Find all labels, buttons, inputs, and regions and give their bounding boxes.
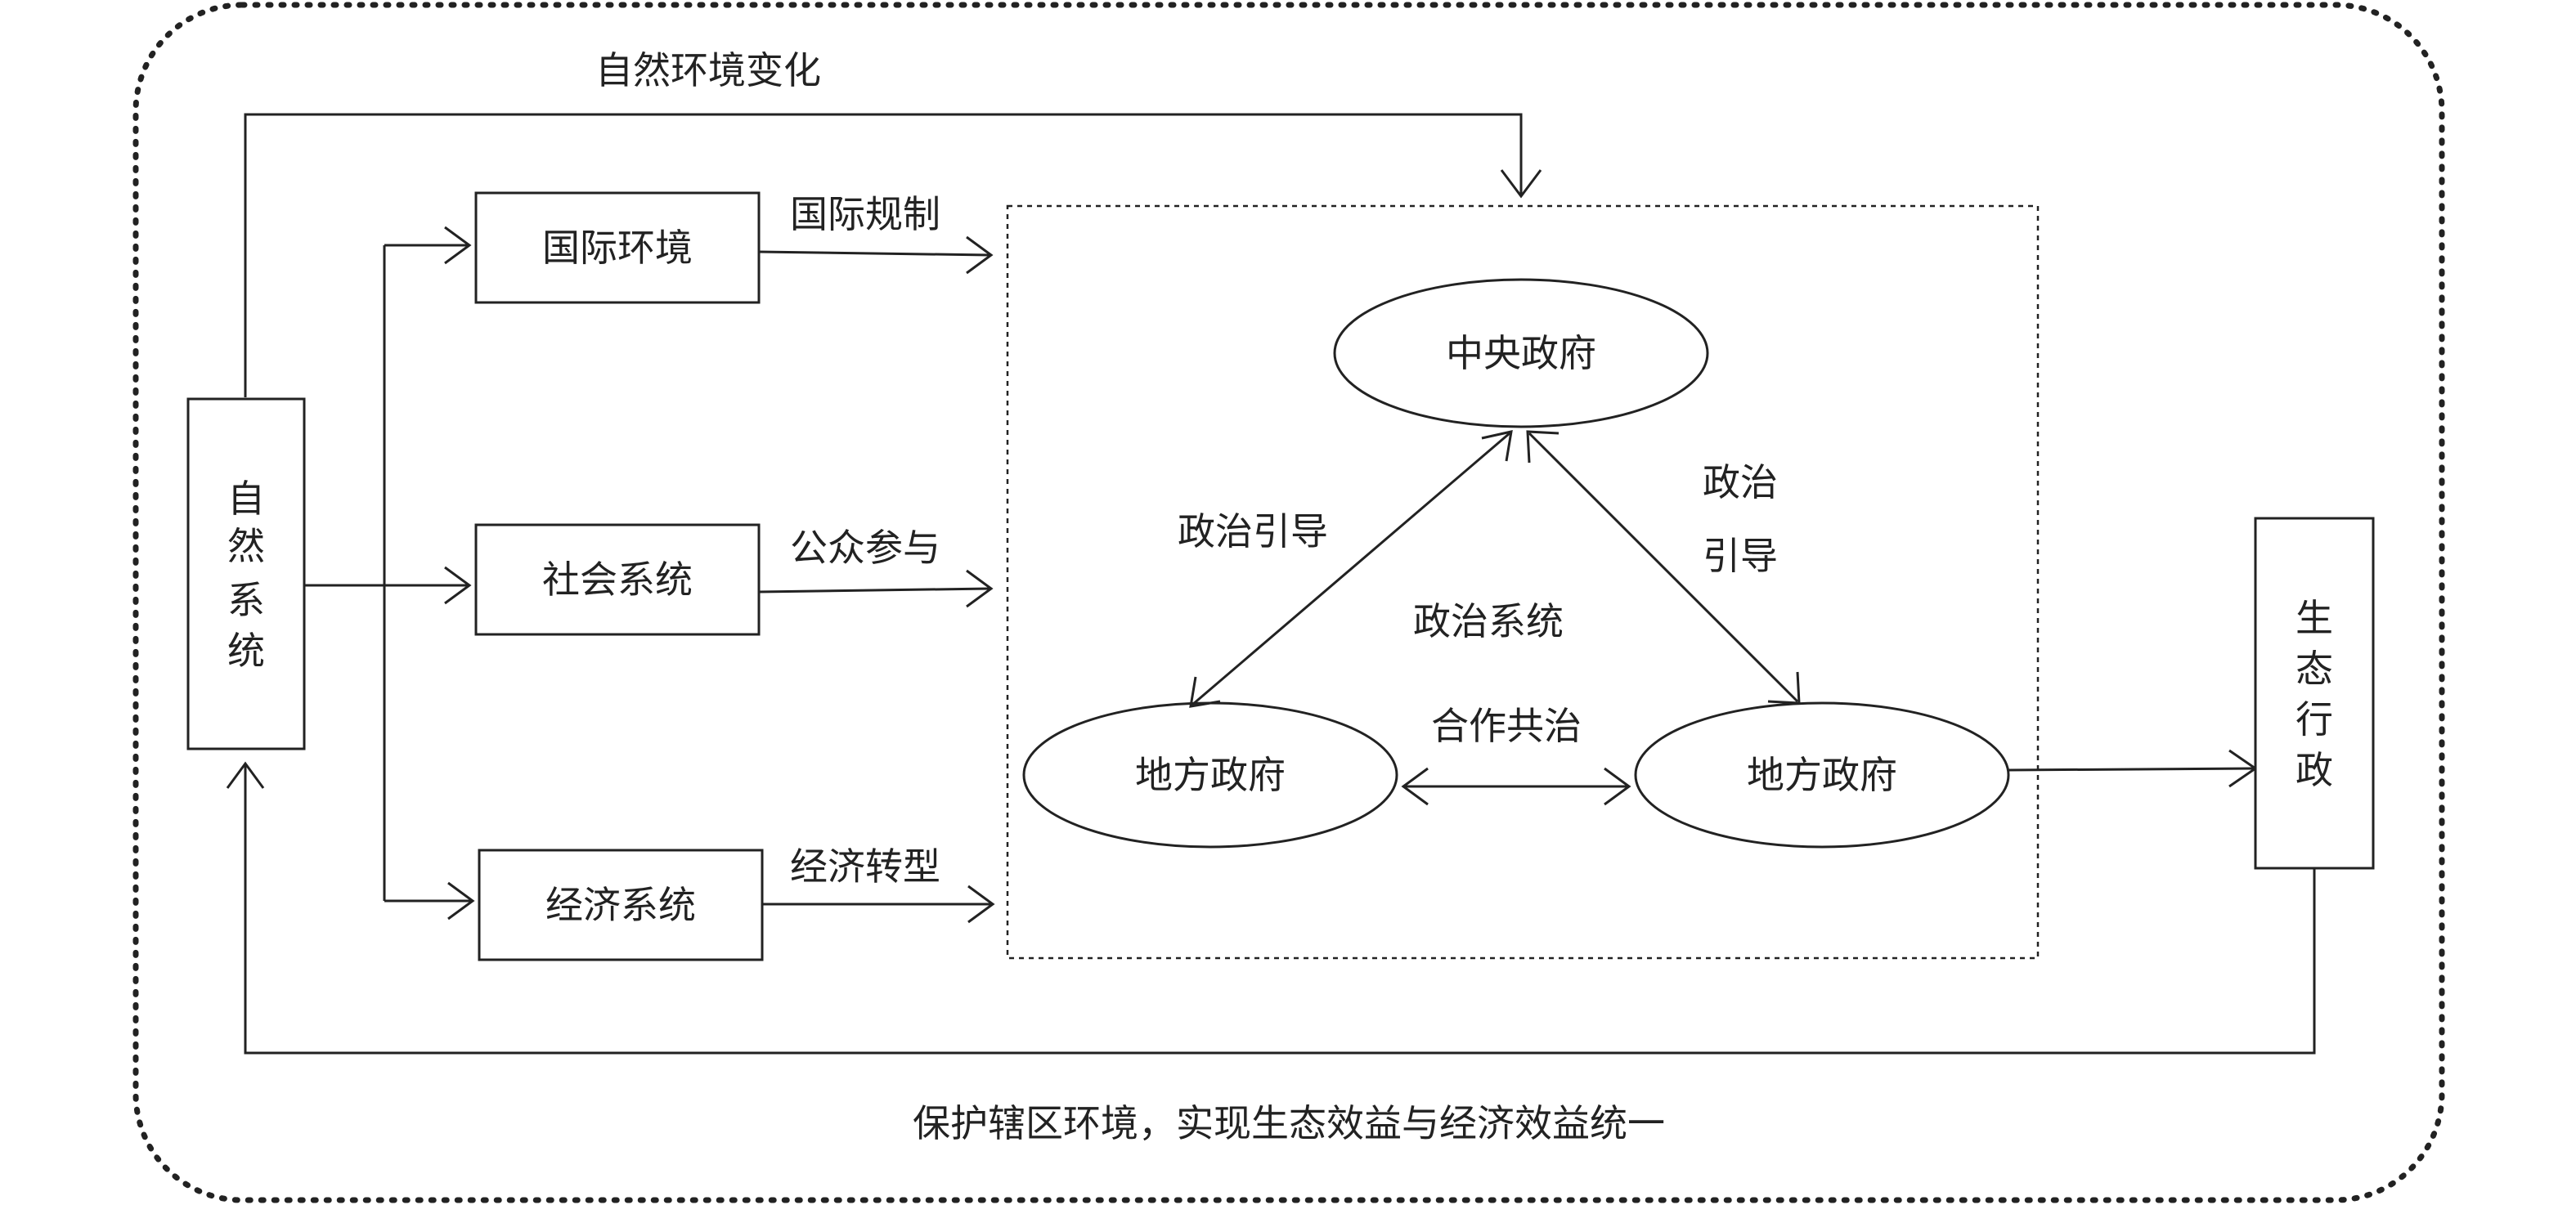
natural-system-box: 自 然 系 统 — [186, 397, 306, 750]
label-political-system: 政治系统 — [1413, 599, 1564, 643]
outer-boundary — [132, 2, 2445, 1203]
nature-change-arrow — [244, 113, 1542, 397]
central-government-label: 中央政府 — [1446, 331, 1596, 375]
international-environment-label: 国际环境 — [542, 226, 693, 270]
eco-admin-char-1: 生 — [2296, 596, 2333, 640]
guide-arrow-left — [1189, 430, 1513, 708]
output-arrow — [2008, 749, 2258, 788]
local-government-left-node: 地方政府 — [1022, 701, 1398, 849]
eco-admin-char-3: 行 — [2296, 697, 2333, 741]
ecological-administration-box: 生 态 行 政 — [2254, 517, 2375, 870]
natural-system-char-4: 统 — [227, 629, 265, 673]
local-government-left-label: 地方政府 — [1135, 753, 1286, 797]
input-arrow-international — [758, 235, 994, 275]
social-system-box: 社会系统 — [474, 523, 761, 636]
local-government-right-node: 地方政府 — [1634, 701, 2010, 849]
social-system-label: 社会系统 — [542, 558, 693, 602]
feedback-arrow — [226, 761, 2316, 1055]
international-environment-box: 国际环境 — [474, 191, 761, 304]
label-political-guidance-right-1: 政治 — [1703, 460, 1778, 504]
natural-system-char-3: 系 — [227, 578, 265, 622]
eco-admin-char-4: 政 — [2296, 748, 2333, 792]
economic-system-box: 经济系统 — [478, 849, 764, 961]
label-political-guidance-right-2: 引导 — [1703, 534, 1778, 578]
guide-arrow-right — [1526, 430, 1801, 705]
label-protect-environment: 保护辖区环境，实现生态效益与经济效益统一 — [913, 1101, 1665, 1145]
central-government-node: 中央政府 — [1333, 278, 1709, 428]
local-government-right-label: 地方政府 — [1747, 753, 1897, 797]
label-international-regulation: 国际规制 — [790, 192, 940, 236]
economic-system-label: 经济系统 — [545, 883, 696, 927]
input-arrow-economic — [762, 885, 995, 924]
cooperation-arrow — [1401, 767, 1631, 806]
label-political-guidance-left: 政治引导 — [1178, 509, 1328, 553]
natural-system-char-1: 自 — [227, 477, 265, 521]
label-public-participation: 公众参与 — [790, 526, 940, 570]
branch-connector — [304, 226, 475, 921]
political-system-container — [1006, 204, 2040, 960]
input-arrow-social — [758, 569, 994, 608]
label-cooperative-governance: 合作共治 — [1431, 704, 1582, 748]
natural-system-char-2: 然 — [227, 524, 265, 568]
label-nature-change: 自然环境变化 — [595, 48, 821, 92]
label-economic-transformation: 经济转型 — [790, 844, 940, 889]
eco-admin-char-2: 态 — [2296, 647, 2333, 691]
